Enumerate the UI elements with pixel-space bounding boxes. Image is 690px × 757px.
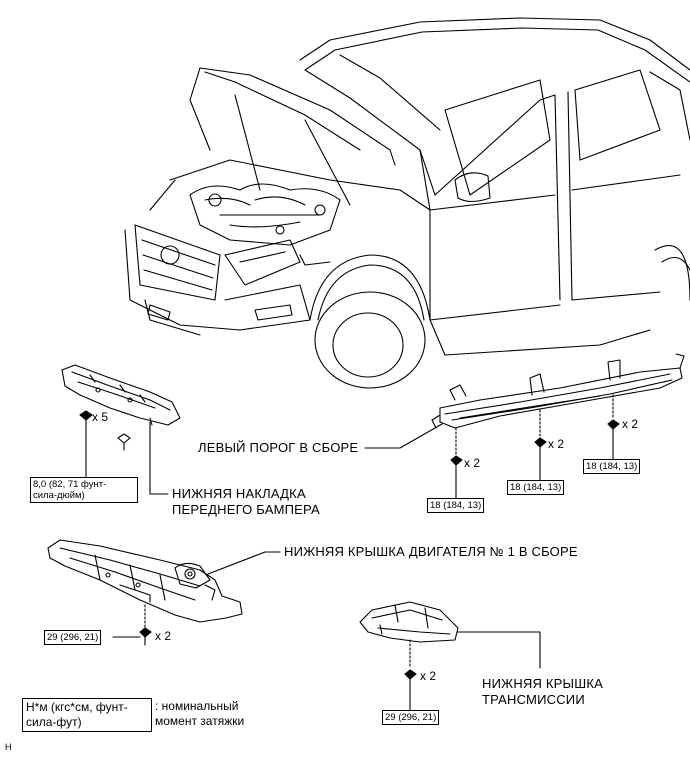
torque-legend-description: : номинальный момент затяжки [155, 699, 244, 729]
torque-legend-desc-line2: момент затяжки [155, 714, 245, 728]
engine-bolt-quantity: x 2 [155, 629, 172, 643]
left-side-step-part [364, 353, 685, 499]
bumper-bolt-quantity: x 5 [92, 410, 109, 424]
bumper-torque-line1: 8,0 (82, 71 фунт- [33, 479, 107, 490]
engine-torque-spec: 29 (296, 21) [44, 630, 102, 645]
figure-code: H [5, 742, 12, 752]
step-torque-spec-b: 18 (184, 13) [507, 480, 565, 495]
side-step-label: ЛЕВЫЙ ПОРОГ В СБОРЕ [198, 440, 359, 455]
torque-legend-desc-line1: : номинальный [155, 699, 239, 713]
bumper-torque-line2: сила-дюйм) [33, 490, 85, 501]
transmission-cover-label-line2: ТРАНСМИССИИ [482, 692, 585, 707]
bumper-torque-spec: 8,0 (82, 71 фунт- сила-дюйм) [30, 477, 138, 503]
engine-cover-label: НИЖНЯЯ КРЫШКА ДВИГАТЕЛЯ № 1 В СБОРЕ [284, 544, 578, 559]
engine-under-cover-part [47, 539, 281, 646]
transmission-under-cover-part [359, 601, 541, 711]
bumper-cover-label-line1: НИЖНЯЯ НАКЛАДКА [172, 486, 306, 501]
front-bumper-lower-cover-part [61, 364, 181, 495]
step-torque-spec-a: 18 (184, 13) [427, 498, 485, 513]
torque-unit-legend: Н*м (кгс*см, фунт- сила-фут) [22, 698, 152, 732]
transmission-torque-spec: 29 (296, 21) [382, 710, 440, 725]
vehicle-illustration [124, 17, 690, 389]
transmission-bolt-quantity: x 2 [420, 669, 437, 683]
step-torque-spec-c: 18 (184, 13) [583, 459, 641, 474]
transmission-cover-label-line1: НИЖНЯЯ КРЫШКА [482, 676, 604, 691]
step-bolt-quantity-a: x 2 [464, 456, 481, 470]
bumper-cover-label-line2: ПЕРЕДНЕГО БАМПЕРА [172, 502, 320, 517]
step-bolt-quantity-b: x 2 [548, 437, 565, 451]
step-bolt-quantity-c: x 2 [622, 417, 639, 431]
torque-unit-line1: Н*м (кгс*см, фунт- [26, 700, 128, 714]
torque-unit-line2: сила-фут) [26, 715, 82, 729]
